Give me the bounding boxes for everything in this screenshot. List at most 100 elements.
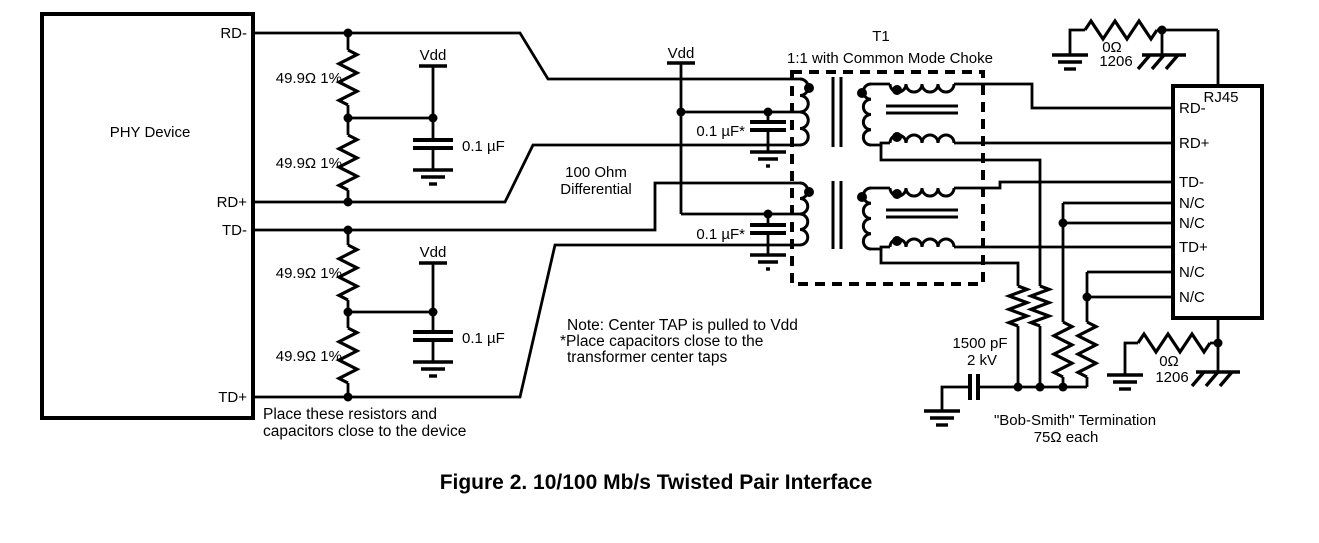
junction-dot bbox=[343, 392, 353, 402]
junction-dot bbox=[1013, 382, 1023, 392]
figure-caption: Figure 2. 10/100 Mb/s Twisted Pair Inter… bbox=[440, 471, 873, 494]
cap-hv-label: 1500 pF bbox=[952, 335, 1007, 352]
wire-td-plus bbox=[253, 243, 800, 399]
phy-pin-rd-minus-label: RD- bbox=[220, 25, 247, 42]
transformer-td-channel bbox=[799, 180, 1173, 286]
transformer-rd-channel bbox=[799, 77, 1173, 286]
pkg-1206-label: 1206 bbox=[1155, 369, 1188, 386]
cap-hv-rating-label: 2 kV bbox=[967, 352, 997, 369]
wire bbox=[871, 245, 890, 251]
junction-dot bbox=[763, 107, 773, 117]
rj45-pin-td-plus: TD+ bbox=[1179, 239, 1208, 256]
earth-ground-icon bbox=[1052, 53, 1088, 71]
junction-dot bbox=[343, 307, 353, 317]
wire-to-rj45-td-minus bbox=[954, 180, 1173, 190]
junction-dot bbox=[343, 28, 353, 38]
note-placement-line1: Place these resistors and bbox=[263, 406, 437, 423]
cap-star-label: 0.1 µF* bbox=[696, 226, 745, 243]
vdd-label: Vdd bbox=[420, 47, 447, 64]
junction-dot bbox=[1058, 218, 1068, 228]
wire bbox=[1068, 28, 1085, 55]
junction-dot bbox=[428, 113, 438, 123]
rj45-pin-rd-plus: RD+ bbox=[1179, 135, 1210, 152]
wire-to-rj45-rd-minus bbox=[954, 82, 1173, 110]
earth-ground-icon bbox=[413, 360, 453, 378]
chassis-ground-icon bbox=[1190, 370, 1240, 388]
choke-coil-top bbox=[888, 187, 956, 198]
junction-dot bbox=[343, 197, 353, 207]
phy-pin-td-minus-label: TD- bbox=[222, 222, 247, 239]
shield-network-bottom: 0Ω 1206 bbox=[1107, 318, 1240, 391]
junction-dot bbox=[343, 113, 353, 123]
zero-ohm-label: 0Ω bbox=[1102, 39, 1122, 56]
phy-pin-td-plus-label: TD+ bbox=[218, 389, 247, 406]
wire-rd-plus bbox=[253, 143, 800, 204]
rj45-pin-nc-2: N/C bbox=[1179, 215, 1205, 232]
wire bbox=[1123, 341, 1138, 375]
earth-ground-icon bbox=[924, 409, 960, 427]
transformer-desc-label: 1:1 with Common Mode Choke bbox=[787, 50, 993, 67]
earth-ground-icon bbox=[1107, 373, 1143, 391]
vdd-label: Vdd bbox=[420, 244, 447, 261]
resistor-label: 49.9Ω 1% bbox=[276, 348, 342, 365]
junction-dot bbox=[1058, 382, 1068, 392]
wire-rd-minus bbox=[253, 31, 800, 81]
junction-dot bbox=[676, 107, 686, 117]
bob-smith-resistor-2 bbox=[1026, 284, 1054, 328]
polarity-dot bbox=[892, 189, 902, 199]
earth-ground-icon bbox=[750, 150, 786, 168]
impedance-label-line2: Differential bbox=[560, 181, 631, 198]
bob-smith-termination: 1500 pF 2 kV "Bob-Smith" Termination 75Ω… bbox=[924, 201, 1173, 446]
resistor-label: 49.9Ω 1% bbox=[276, 265, 342, 282]
note-center-tap-line1: Note: Center TAP is pulled to Vdd bbox=[567, 317, 798, 334]
note-center-tap-line2: *Place capacitors close to the bbox=[560, 333, 763, 350]
polarity-dot bbox=[857, 88, 867, 98]
phy-device-box bbox=[40, 12, 255, 420]
rd-termination-network: 49.9Ω 1% 49.9Ω 1% bbox=[276, 33, 433, 202]
polarity-dot bbox=[892, 132, 902, 142]
phy-pin-rd-plus-label: RD+ bbox=[217, 194, 248, 211]
junction-dots bbox=[343, 25, 1223, 402]
choke-coil-bottom bbox=[888, 237, 956, 248]
center-tap-vdd-network: Vdd 0.1 µF* 0.1 µF* bbox=[667, 45, 800, 271]
resistor-49r9-3 bbox=[335, 243, 361, 302]
wire-secondary-center-tap bbox=[879, 145, 1042, 286]
junction-dot bbox=[343, 225, 353, 235]
wire bbox=[871, 141, 890, 147]
bob-smith-resistor-4 bbox=[1074, 320, 1100, 379]
junction-dot bbox=[1035, 382, 1045, 392]
bob-smith-label-line1: "Bob-Smith" Termination bbox=[994, 412, 1156, 429]
resistor-label: 49.9Ω 1% bbox=[276, 70, 342, 87]
junction-dot bbox=[428, 307, 438, 317]
rj45-pin-nc-3: N/C bbox=[1179, 264, 1205, 281]
cap-star-label: 0.1 µF* bbox=[696, 123, 745, 140]
rj45-pin-nc-4: N/C bbox=[1179, 289, 1205, 306]
bob-smith-resistor-1 bbox=[1004, 284, 1032, 328]
junction-dot bbox=[1157, 25, 1167, 35]
earth-ground-icon bbox=[750, 253, 786, 271]
cap-label: 0.1 µF bbox=[462, 330, 505, 347]
polarity-dot bbox=[892, 236, 902, 246]
resistor-49r9-1 bbox=[335, 48, 361, 107]
cap-label: 0.1 µF bbox=[462, 138, 505, 155]
note-placement-line2: capacitors close to the device bbox=[263, 423, 466, 440]
rj45-pin-nc-1: N/C bbox=[1179, 195, 1205, 212]
wire-td-minus bbox=[253, 181, 800, 232]
chassis-ground-icon bbox=[1136, 53, 1186, 71]
signal-wires bbox=[253, 31, 800, 399]
polarity-dot bbox=[857, 192, 867, 202]
bob-smith-resistor-3 bbox=[1050, 320, 1076, 379]
phy-device-label: PHY Device bbox=[110, 124, 191, 141]
rj45-pin-rd-minus: RD- bbox=[1179, 100, 1206, 117]
rj45-pin-td-minus: TD- bbox=[1179, 174, 1204, 191]
resistor-49r9-4 bbox=[335, 326, 361, 385]
transformer-ref-label: T1 bbox=[872, 28, 890, 45]
zero-ohm-resistor bbox=[1136, 331, 1212, 355]
vdd-label: Vdd bbox=[668, 45, 695, 62]
polarity-dot bbox=[804, 83, 814, 93]
earth-ground-icon bbox=[413, 168, 453, 186]
resistor-49r9-2 bbox=[335, 133, 361, 192]
rd-center-decoupling: Vdd 0.1 µF bbox=[413, 47, 505, 186]
